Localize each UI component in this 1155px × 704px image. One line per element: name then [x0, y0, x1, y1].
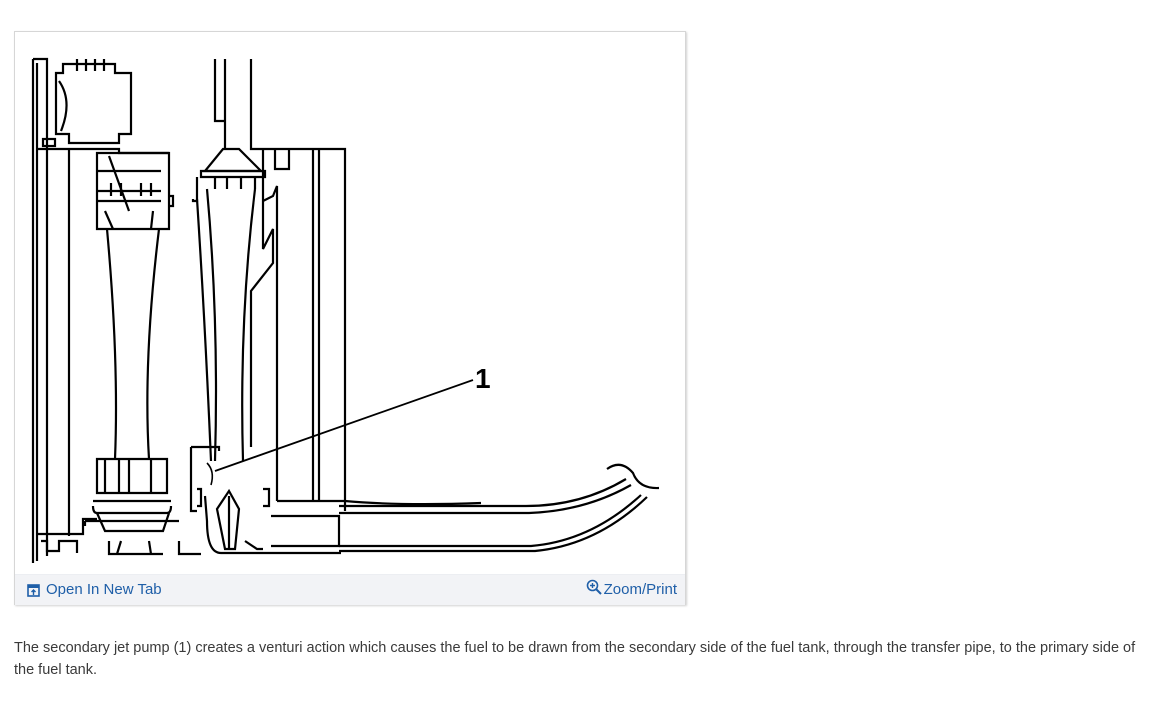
- zoom-print-label: Zoom/Print: [603, 581, 677, 598]
- diagram-drawing: 1: [31, 57, 660, 563]
- open-in-new-tab-label: Open In New Tab: [46, 581, 162, 598]
- zoom-in-magnifier-icon: [586, 579, 602, 595]
- figure-caption: The secondary jet pump (1) creates a ven…: [14, 640, 1136, 678]
- open-in-new-tab-link[interactable]: Open In New Tab: [27, 580, 162, 600]
- figure-container: 1 Open In New Tab Zoom/Print: [14, 31, 686, 605]
- jet-pump-diagram[interactable]: 1: [15, 32, 685, 574]
- callout-label-1: 1: [475, 363, 491, 394]
- zoom-print-link[interactable]: Zoom/Print: [586, 579, 677, 600]
- figure-footer: Open In New Tab Zoom/Print: [15, 574, 685, 605]
- open-in-new-tab-icon: [27, 583, 40, 597]
